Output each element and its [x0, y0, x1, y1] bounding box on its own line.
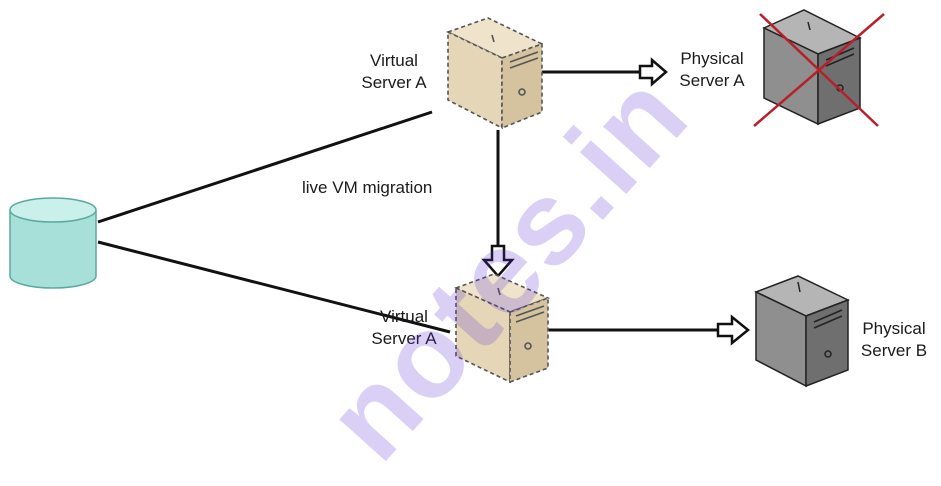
virtual-server-top-line1: Virtual	[370, 51, 418, 70]
virtual-server-bottom-line1: Virtual	[380, 307, 428, 326]
diagram-canvas	[9, 9, 885, 388]
arrow-to-physical-b-icon	[716, 314, 750, 346]
physical-server-a-label: Physical Server A	[662, 48, 762, 92]
migration-label: live VM migration	[302, 178, 433, 197]
virtual-server-top-icon	[445, 17, 545, 130]
virtual-server-top-label: Virtual Server A	[348, 50, 440, 94]
physical-server-b-label: Physical Server B	[848, 318, 940, 362]
live-migration-diagram: Virtual Server A Virtual Server A Physic…	[9, 9, 940, 485]
physical-server-b-icon	[754, 275, 850, 388]
virtual-server-top-line2: Server A	[361, 73, 427, 92]
storage-to-virtual-bottom-line	[97, 240, 451, 334]
physical-server-a-line1: Physical	[680, 49, 744, 68]
physical-server-b-line2: Server B	[860, 341, 928, 360]
arrow-to-physical-a-icon	[638, 57, 668, 87]
failed-cross-icon	[753, 13, 885, 127]
storage-to-virtual-top-line	[97, 110, 433, 224]
virtual-server-bottom-line2: Server A	[371, 329, 437, 348]
virtual-server-bottom-label: Virtual Server A	[358, 306, 450, 350]
physical-server-b-line1: Physical	[862, 319, 926, 338]
migration-arrow-icon	[481, 244, 515, 278]
storage-database-icon	[9, 197, 97, 289]
physical-server-a-line2: Server A	[679, 71, 745, 90]
physical-server-a-icon	[762, 9, 862, 126]
virtual-server-bottom-icon	[453, 273, 551, 384]
